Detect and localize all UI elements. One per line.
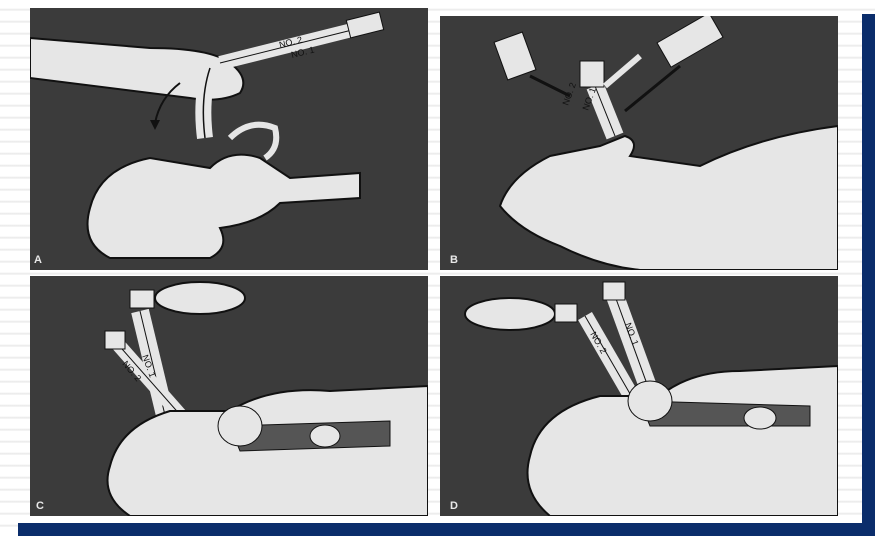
panel-label-c: C — [36, 500, 44, 512]
border-bottom — [18, 523, 875, 536]
panel-label-a: A — [34, 254, 42, 266]
border-right — [862, 14, 875, 536]
panel-a-illustration: NO. 2 NO. 1 — [30, 8, 428, 270]
panel-c-ventilation: NO. 1 NO. 2 — [30, 276, 428, 516]
panel-b-nasal-tubes: NO. 2 NO. 1 — [440, 16, 838, 270]
panel-label-b: B — [450, 254, 458, 266]
panel-c-illustration: NO. 1 NO. 2 — [30, 276, 428, 516]
panel-label-d: D — [450, 500, 458, 512]
panel-d-illustration: NO. 2 NO. 1 — [440, 276, 838, 516]
panel-d-ventilation: NO. 2 NO. 1 — [440, 276, 838, 516]
panel-b-illustration: NO. 2 NO. 1 — [440, 16, 838, 270]
panel-a-insertion: NO. 2 NO. 1 — [30, 8, 428, 270]
